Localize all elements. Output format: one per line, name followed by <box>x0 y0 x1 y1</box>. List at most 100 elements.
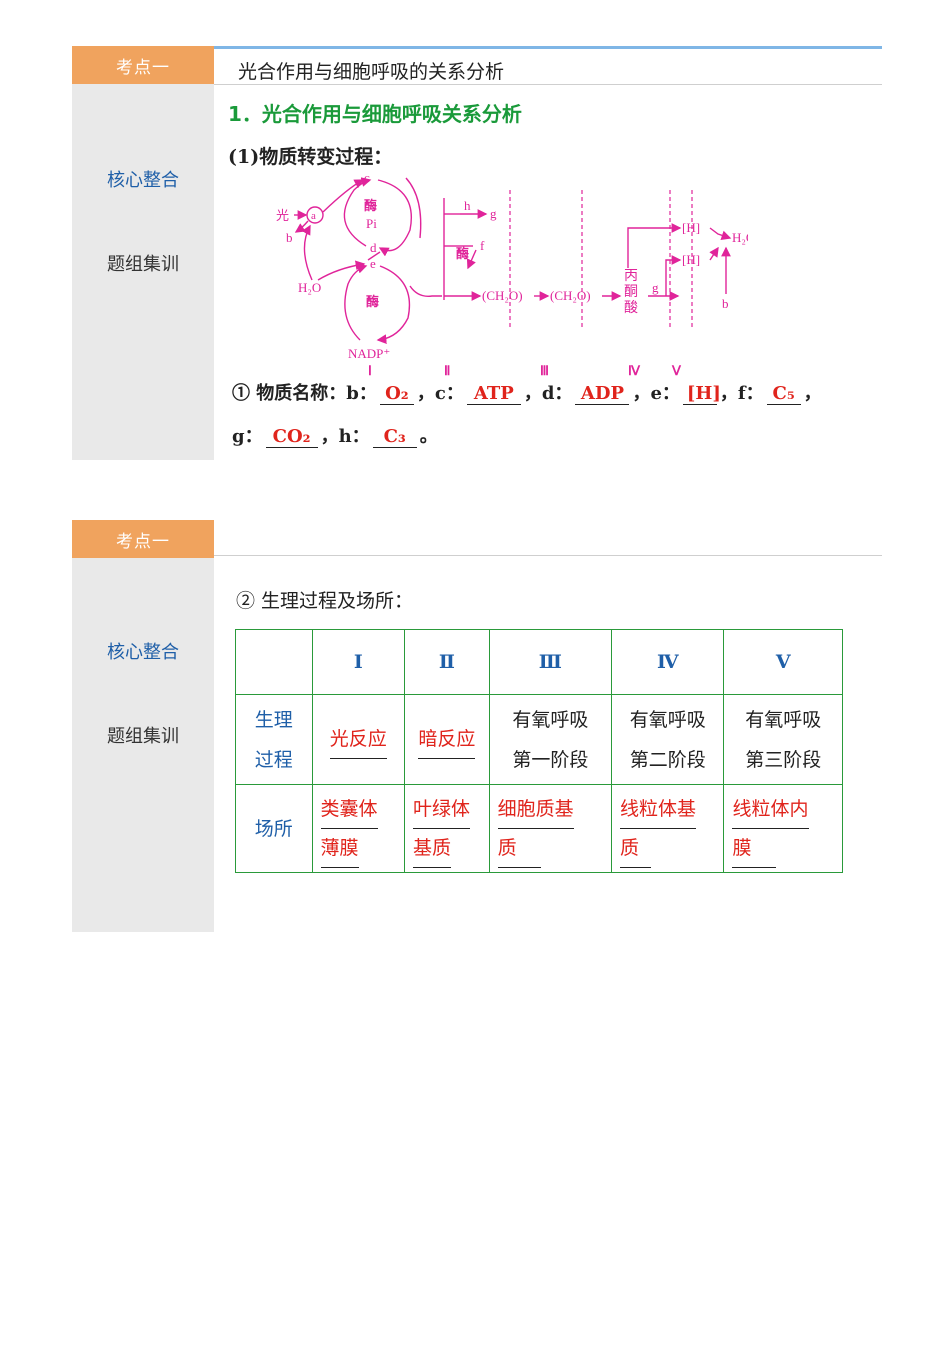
section-heading: 1．光合作用与细胞呼吸关系分析 <box>228 102 522 126</box>
page-title: 光合作用与细胞呼吸的关系分析 <box>238 61 505 83</box>
sep: ， <box>416 383 435 404</box>
answer-f: C₅ <box>766 383 801 405</box>
slide-top-border <box>72 46 882 49</box>
row-label-line: 过程 <box>254 748 293 771</box>
diagram-label-h2o: H₂O <box>298 280 321 295</box>
answer-c: ATP <box>466 383 521 405</box>
sidebar-tab-kaodian[interactable]: 考点一 <box>72 46 214 84</box>
diagram-label-h2o-out: H₂O <box>732 230 748 245</box>
cell-line: 第二阶段 <box>629 748 706 771</box>
table-cell: 有氧呼吸第二阶段 <box>611 694 725 785</box>
cell-answer: 光反应 <box>329 720 387 759</box>
cell-answer: 叶绿体 <box>413 790 471 829</box>
label-e: e： <box>650 383 680 404</box>
table-header-4: Ⅳ <box>611 629 725 695</box>
diagram-label-h: h <box>464 198 471 213</box>
svg-text:酸: 酸 <box>624 300 638 316</box>
table-header-row: Ⅰ Ⅱ Ⅲ Ⅳ Ⅴ <box>235 629 843 695</box>
roman-5: Ⅴ <box>671 363 682 378</box>
label-h: h： <box>338 426 370 447</box>
table-cell: 线粒体内膜 <box>723 784 843 873</box>
answer-line-1: ① 物质名称：b：O₂，c：ATP，d：ADP，e：[H]，f：C₅， <box>232 379 822 405</box>
table-header-3: Ⅲ <box>488 629 613 695</box>
sep: ， <box>803 383 822 404</box>
diagram-label-nadp: NADP⁺ <box>348 346 390 361</box>
sep: ， <box>719 383 738 404</box>
table-cell: 细胞质基质 <box>488 784 613 873</box>
answer-intro: ① 物质名称： <box>232 383 347 404</box>
sidebar-item-practice[interactable]: 题组集训 <box>107 254 179 275</box>
cell-line: 有氧呼吸 <box>745 708 822 731</box>
row-label-process: 生理过程 <box>235 694 313 785</box>
header-divider <box>214 555 882 556</box>
row-label-line: 生理 <box>254 708 293 731</box>
sidebar-item-core[interactable]: 核心整合 <box>107 642 179 663</box>
header-divider <box>214 84 882 85</box>
answer-line-2: g：CO₂，h：C₃。 <box>232 422 438 448</box>
label-b: b： <box>346 383 377 404</box>
sep: ， <box>632 383 651 404</box>
answer-h: C₃ <box>372 426 417 448</box>
cell-answer: 线粒体内 <box>732 790 809 829</box>
subheading: (1)物质转变过程： <box>228 146 393 168</box>
diagram-label-h-top: [H] <box>682 220 700 235</box>
table-row: 生理过程 光反应 暗反应 有氧呼吸第一阶段 有氧呼吸第二阶段 有氧呼吸第三阶段 <box>235 694 843 785</box>
table-cell: 有氧呼吸第三阶段 <box>723 694 843 785</box>
label-g: g： <box>232 426 263 447</box>
cell-answer: 基质 <box>413 829 452 868</box>
cell-answer: 类囊体 <box>320 790 378 829</box>
table-cell: 暗反应 <box>404 694 490 785</box>
sep: ， <box>523 383 542 404</box>
cell-answer: 质 <box>620 829 652 868</box>
answer-d: ADP <box>575 383 630 405</box>
cell-line: 有氧呼吸 <box>512 708 589 731</box>
diagram-label-g-top: g <box>490 206 497 221</box>
diagram-label-h-mid: [H] <box>682 252 700 267</box>
roman-4: Ⅳ <box>628 363 641 378</box>
cell-answer: 质 <box>497 829 541 868</box>
sidebar-tab-kaodian[interactable]: 考点一 <box>72 520 214 558</box>
label-f: f： <box>737 383 764 404</box>
label-c: c： <box>434 383 464 404</box>
table-cell: 类囊体薄膜 <box>311 784 406 873</box>
material-flow-diagram: 光 a b c 酶 Pi d e H₂O 酶 NADP⁺ h g f 酶 (CH… <box>276 170 748 378</box>
diagram-label-pyruvate: 丙酮酸 <box>624 269 638 316</box>
diagram-label-c: c <box>364 170 370 185</box>
diagram-label-enzyme-2: 酶 <box>366 294 379 309</box>
cell-answer: 细胞质基 <box>497 790 574 829</box>
diagram-label-b: b <box>286 230 293 245</box>
cell-answer: 线粒体基 <box>620 790 697 829</box>
roman-2: Ⅱ <box>444 363 450 378</box>
answer-e: [H] <box>682 383 721 405</box>
question-heading: ② 生理过程及场所： <box>236 590 414 612</box>
cell-line: 第一阶段 <box>512 748 589 771</box>
slide-1: 考点一 核心整合 题组集训 光合作用与细胞呼吸的关系分析 1．光合作用与细胞呼吸… <box>72 46 882 460</box>
cell-answer: 膜 <box>732 829 776 868</box>
row-label-location: 场所 <box>235 784 313 873</box>
process-location-table: Ⅰ Ⅱ Ⅲ Ⅳ Ⅴ 生理过程 光反应 暗反应 有氧呼吸第一阶段 有氧呼吸第二阶段… <box>235 629 843 873</box>
diagram-label-ch2o-1: (CH₂O) <box>482 288 523 303</box>
diagram-label-light: 光 <box>276 208 289 223</box>
table-header-empty <box>235 629 313 695</box>
answer-b: O₂ <box>379 383 414 405</box>
sidebar-item-core[interactable]: 核心整合 <box>107 170 179 191</box>
answer-g: CO₂ <box>265 426 318 448</box>
table-header-1: Ⅰ <box>311 629 406 695</box>
diagram-label-g-mid: g <box>652 280 659 295</box>
diagram-label-a: a <box>311 210 316 222</box>
diagram-label-e: e <box>370 256 376 271</box>
period: 。 <box>419 426 438 447</box>
slide-sidebar <box>72 520 214 932</box>
cell-answer: 薄膜 <box>320 829 359 868</box>
cell-line: 有氧呼吸 <box>629 708 706 731</box>
slide-sidebar <box>72 46 214 460</box>
table-header-2: Ⅱ <box>404 629 490 695</box>
roman-1: Ⅰ <box>368 363 372 378</box>
sidebar-item-practice[interactable]: 题组集训 <box>107 726 179 747</box>
diagram-label-ch2o-2: (CH₂O) <box>550 288 591 303</box>
diagram-label-b-right: b <box>722 296 729 311</box>
roman-3: Ⅲ <box>540 363 549 378</box>
diagram-label-d: d <box>370 240 377 255</box>
svg-text:酮: 酮 <box>624 285 638 300</box>
table-cell: 有氧呼吸第一阶段 <box>488 694 613 785</box>
